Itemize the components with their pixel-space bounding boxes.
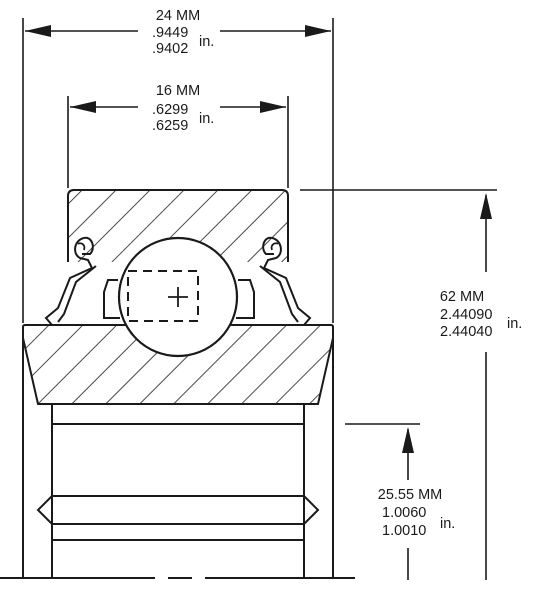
arrowhead-up-icon (480, 193, 492, 219)
dimension-bore: 25.55 MM 1.0060 1.0010 in. (345, 423, 455, 580)
cage-pocket (127, 270, 199, 322)
dimension-outer-diameter: 62 MM 2.44090 2.44040 in. (300, 189, 522, 580)
outer-diameter-max: 2.44090 (440, 307, 492, 323)
overall-width-unit: in. (199, 34, 214, 50)
bearing-ball (117, 236, 239, 358)
arrowhead-right-icon (305, 25, 331, 37)
bore-unit: in. (440, 516, 455, 532)
inner-width-unit: in. (199, 111, 214, 127)
inner-ring-body (22, 338, 334, 578)
overall-width-mm: 24 MM (156, 8, 200, 24)
overall-width-max: .9449 (152, 25, 188, 41)
arrowhead-up-icon (402, 427, 414, 453)
overall-width-min: .9402 (152, 41, 188, 57)
dimension-overall-width: 24 MM .9449 .9402 in. (22, 8, 334, 323)
bore-mm: 25.55 MM (378, 487, 442, 503)
outer-diameter-unit: in. (507, 316, 522, 332)
dimension-inner-width: 16 MM .6299 .6259 in. (67, 83, 289, 188)
arrowhead-left-icon (25, 25, 51, 37)
inner-width-max: .6299 (152, 102, 188, 118)
arrowhead-right-icon (260, 101, 286, 113)
outer-diameter-min: 2.44040 (440, 324, 492, 340)
bore-min: 1.0010 (382, 523, 426, 539)
arrowhead-left-icon (70, 101, 96, 113)
inner-ring (22, 324, 334, 405)
cage (103, 279, 255, 319)
left-seal (44, 236, 97, 326)
right-seal (259, 236, 312, 326)
inner-width-min: .6259 (152, 118, 188, 134)
outer-diameter-mm: 62 MM (440, 289, 484, 305)
inner-width-mm: 16 MM (156, 83, 200, 99)
bore-max: 1.0060 (382, 505, 426, 521)
